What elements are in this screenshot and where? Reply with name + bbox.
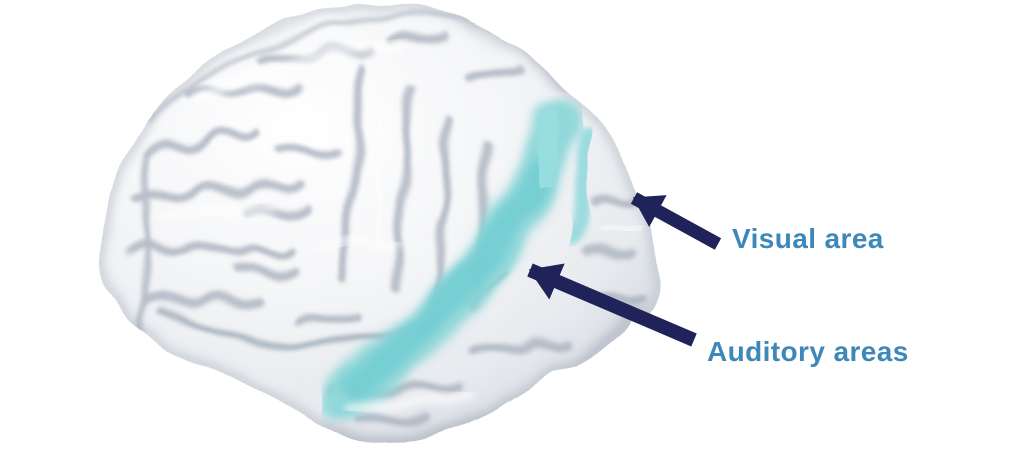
visual-region-highlight: [524, 101, 572, 195]
brain-body: [99, 4, 660, 444]
visual-area-label: Visual area: [732, 223, 884, 254]
highlighted-regions: [319, 97, 594, 423]
auditory-areas-arrow-icon: [527, 263, 697, 347]
visual-area-arrow-icon: [630, 192, 722, 250]
gloss-highlights: [155, 39, 642, 415]
annotation-arrows: [527, 192, 722, 347]
auditory-areas-label: Auditory areas: [707, 336, 909, 367]
